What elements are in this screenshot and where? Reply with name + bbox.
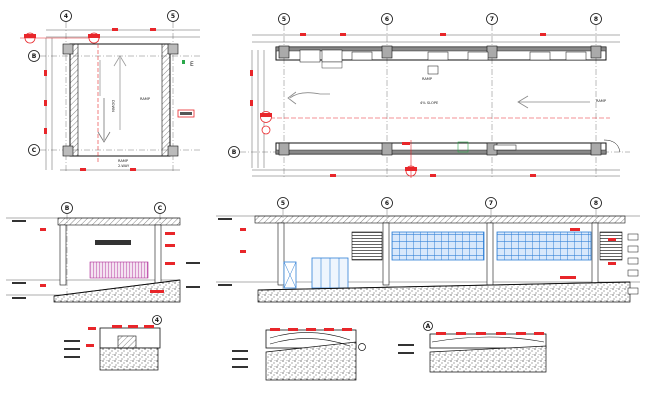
section-2-tags	[232, 350, 248, 368]
grid-label-4: 4	[64, 13, 68, 20]
red-ticks-left	[44, 28, 156, 171]
svg-text:8: 8	[594, 200, 598, 207]
grid-label-b: B	[32, 53, 37, 60]
grid-bubble-4: 4	[60, 10, 72, 22]
section-marker-1	[20, 32, 100, 44]
grid-bubble-c: C	[28, 144, 40, 156]
grid-bubble-4-section: 4	[152, 315, 162, 325]
section-1-tags	[64, 340, 80, 358]
ramp-up-label: RAMP	[140, 97, 151, 101]
elev-mark-e: E	[190, 61, 194, 68]
grid-bubble-5-elev: 5	[277, 197, 289, 209]
down-label: DOWN	[111, 100, 115, 112]
red-ticks-sec1	[86, 325, 154, 347]
svg-text:4: 4	[155, 317, 159, 324]
red-ticks-sec3	[436, 332, 544, 335]
svg-text:B: B	[232, 149, 237, 156]
svg-text:6: 6	[385, 16, 389, 23]
svg-text:7: 7	[490, 16, 494, 23]
svg-text:A: A	[426, 323, 431, 330]
plan-left: 4 5 B C	[20, 10, 200, 172]
grid-bubble-a-section: A	[423, 321, 433, 331]
grid-bubble-7-elev: 7	[485, 197, 497, 209]
elevation-right: 5 6 7 8	[216, 197, 640, 303]
ramp-sub-label: 2-WAY	[118, 164, 130, 168]
ramp-label-left: RAMP	[118, 159, 129, 163]
section-marker-4	[405, 140, 417, 178]
grid-label-5: 5	[171, 13, 175, 20]
grid-bubble-5-top: 5	[278, 13, 290, 25]
svg-text:5: 5	[281, 200, 285, 207]
ramp-label-right: RAMP	[422, 77, 433, 81]
svg-text:6: 6	[385, 200, 389, 207]
svg-text:B: B	[65, 205, 70, 212]
grid-bubble-c-elev: C	[154, 202, 166, 214]
section-3-tags	[398, 344, 414, 354]
red-ticks-right	[250, 33, 546, 177]
elevation-left: B C	[6, 202, 200, 303]
red-ticks-sec2	[270, 328, 352, 331]
grid-bubble-6-elev: 6	[381, 197, 393, 209]
grid-bubble-5: 5	[167, 10, 179, 22]
slope-label: 4% SLOPE	[420, 101, 439, 105]
section-detail-2	[232, 328, 366, 381]
ramp-side-label: RAMP	[596, 99, 607, 103]
annotation-tags-right	[218, 218, 639, 295]
grid-bubble-b-right: B	[228, 146, 240, 158]
svg-text:8: 8	[594, 16, 598, 23]
grid-bubble-7-top: 7	[486, 13, 498, 25]
grid-bubble-b: B	[28, 50, 40, 62]
red-ticks-elev-right	[240, 228, 616, 279]
grid-bubble-8-elev: 8	[590, 197, 602, 209]
svg-text:5: 5	[282, 16, 286, 23]
annotation-tags-left	[12, 220, 200, 299]
grid-bubble-6-top: 6	[381, 13, 393, 25]
section-detail-3: A	[398, 321, 547, 373]
grid-bubble-8-top: 8	[590, 13, 602, 25]
section-detail-1: 4	[64, 315, 162, 371]
svg-text:C: C	[158, 205, 163, 212]
svg-text:7: 7	[489, 200, 493, 207]
grid-label-c: C	[32, 147, 37, 154]
plan-right: 5 6 7 8 B	[228, 13, 630, 178]
red-ticks-elev-left	[40, 228, 175, 293]
section-marker-2	[88, 32, 100, 44]
section-marker-3	[260, 111, 272, 135]
grid-bubble-b-elev: B	[61, 202, 73, 214]
